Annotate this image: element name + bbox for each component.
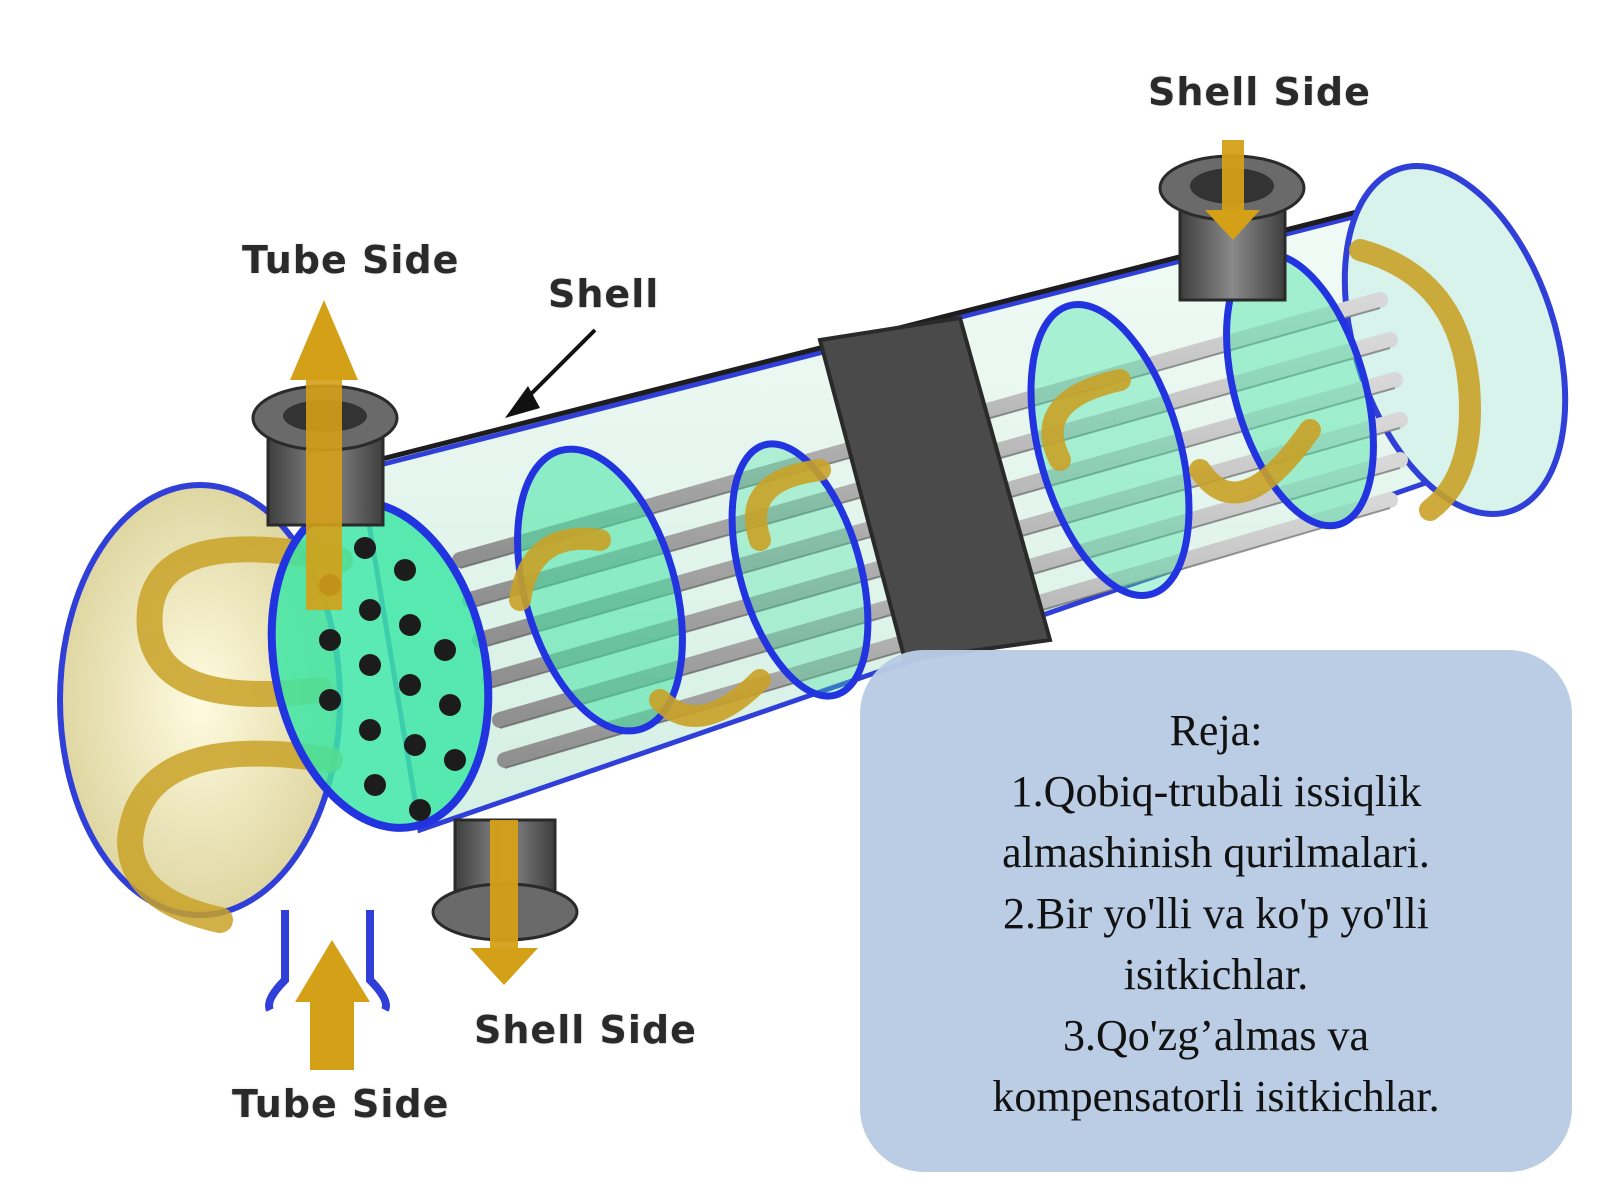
shell-pointer-arrowhead [505,386,540,418]
plan-text: Reja: 1.Qobiq-trubali issiqlik almashini… [880,700,1552,1127]
tube-side-inlet-nozzle [265,910,390,1012]
shell-band [817,315,1053,663]
head-flow-arrows [116,536,353,933]
shell-pointer-line [523,328,597,402]
shell-flow-arrows [509,239,1482,727]
label-shell-side-bottom: Shell Side [474,1008,697,1052]
baffle-3 [1027,301,1193,599]
plan-line: 2.Bir yo'lli va ko'p yo'lli [1003,889,1429,938]
plan-line: 1.Qobiq-trubali issiqlik [1010,767,1422,816]
plan-line: kompensatorli isitkichlar. [992,1072,1440,1121]
plan-line: almashinish qurilmalari. [1002,828,1430,877]
label-tube-side-top: Tube Side [242,238,460,282]
plan-line: 3.Qo'zg’almas va [1062,1011,1370,1060]
label-tube-side-bottom: Tube Side [232,1082,450,1126]
label-shell-side-top: Shell Side [1148,70,1371,114]
plan-line: isitkichlar. [1123,950,1309,999]
tube-side-inlet-arrow [295,940,370,1002]
plan-heading: Reja: [1169,706,1263,755]
shell-side-outlet-arrow [470,948,538,985]
tube-side-outlet-arrow [290,300,358,380]
baffle-1 [514,445,686,735]
label-shell: Shell [548,272,660,316]
plan-box [860,650,1572,1172]
